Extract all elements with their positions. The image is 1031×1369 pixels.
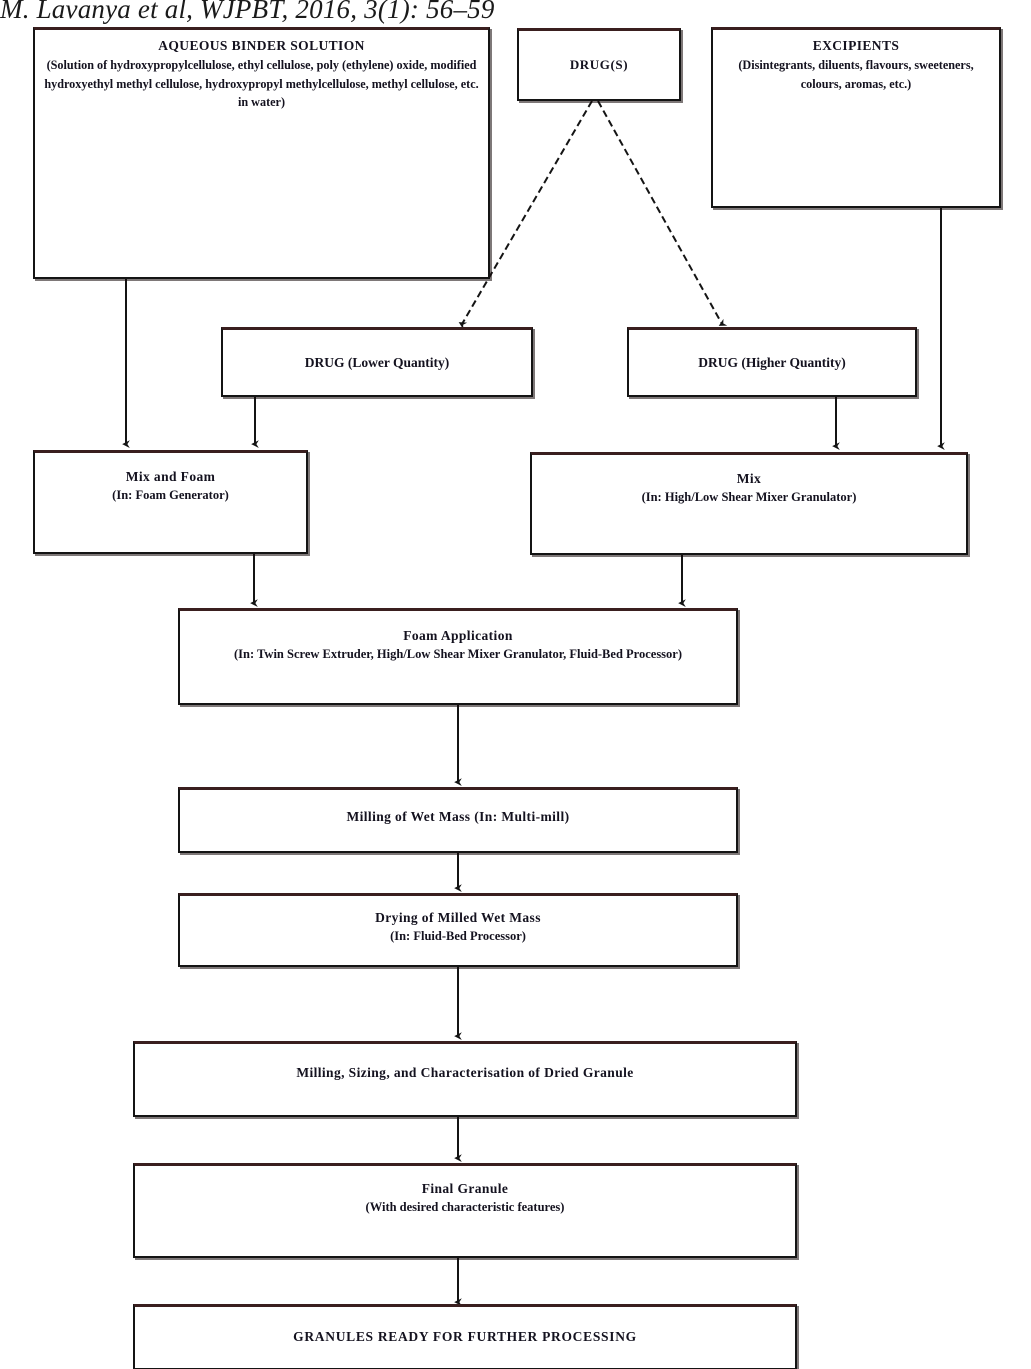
node-title: DRUG (Lower Quantity) <box>304 354 450 370</box>
node-final-granule[interactable]: Final Granule (With desired characterist… <box>133 1163 797 1258</box>
edge-drugs-to-drug-higher <box>597 100 728 326</box>
node-milling-sizing-characterisation[interactable]: Milling, Sizing, and Characterisation of… <box>133 1041 797 1117</box>
node-title: DRUG (Higher Quantity) <box>698 354 846 370</box>
node-title: Foam Application <box>403 628 513 643</box>
node-foam-application[interactable]: Foam Application (In: Twin Screw Extrude… <box>178 608 738 705</box>
node-title: Mix <box>736 471 762 486</box>
node-excipients[interactable]: EXCIPIENTS (Disintegrants, diluents, fla… <box>711 27 1001 208</box>
node-subtitle: (With desired characteristic features) <box>365 1200 565 1215</box>
node-subtitle: (Solution of hydroxypropylcellulose, eth… <box>44 58 479 109</box>
node-subtitle: (In: Twin Screw Extruder, High/Low Shear… <box>233 647 683 662</box>
node-title: AQUEOUS BINDER SOLUTION <box>158 38 365 53</box>
node-granules-ready[interactable]: GRANULES READY FOR FURTHER PROCESSING <box>133 1304 797 1369</box>
node-aqueous-binder-solution[interactable]: AQUEOUS BINDER SOLUTION (Solution of hyd… <box>33 27 490 279</box>
node-mix[interactable]: Mix (In: High/Low Shear Mixer Granulator… <box>530 452 968 555</box>
node-title: Mix and Foam <box>125 469 216 484</box>
node-subtitle: (In: High/Low Shear Mixer Granulator) <box>641 490 857 505</box>
node-title: Final Granule <box>421 1181 509 1196</box>
node-title: GRANULES READY FOR FURTHER PROCESSING <box>293 1329 637 1344</box>
node-subtitle: (In: Fluid-Bed Processor) <box>390 929 526 944</box>
node-drug-lower-quantity[interactable]: DRUG (Lower Quantity) <box>221 327 533 397</box>
node-title: Milling, Sizing, and Characterisation of… <box>296 1065 634 1080</box>
node-mix-and-foam[interactable]: Mix and Foam (In: Foam Generator) <box>33 450 308 554</box>
node-title: Drying of Milled Wet Mass <box>375 910 541 925</box>
node-subtitle: (In: Foam Generator) <box>112 488 229 503</box>
node-title: DRUG(S) <box>569 56 629 72</box>
node-drying-of-milled-wet-mass[interactable]: Drying of Milled Wet Mass (In: Fluid-Bed… <box>178 893 738 967</box>
node-title: EXCIPIENTS <box>812 38 900 53</box>
node-subtitle: (Disintegrants, diluents, flavours, swee… <box>738 58 974 91</box>
node-title: Milling of Wet Mass (In: Multi-mill) <box>346 809 570 824</box>
node-drugs[interactable]: DRUG(S) <box>517 28 681 101</box>
edge-drugs-to-drug-lower <box>458 100 593 330</box>
node-milling-of-wet-mass[interactable]: Milling of Wet Mass (In: Multi-mill) <box>178 787 738 853</box>
node-drug-higher-quantity[interactable]: DRUG (Higher Quantity) <box>627 327 917 397</box>
running-head: M. Lavanya et al, WJPBT, 2016, 3(1): 56–… <box>0 0 495 24</box>
